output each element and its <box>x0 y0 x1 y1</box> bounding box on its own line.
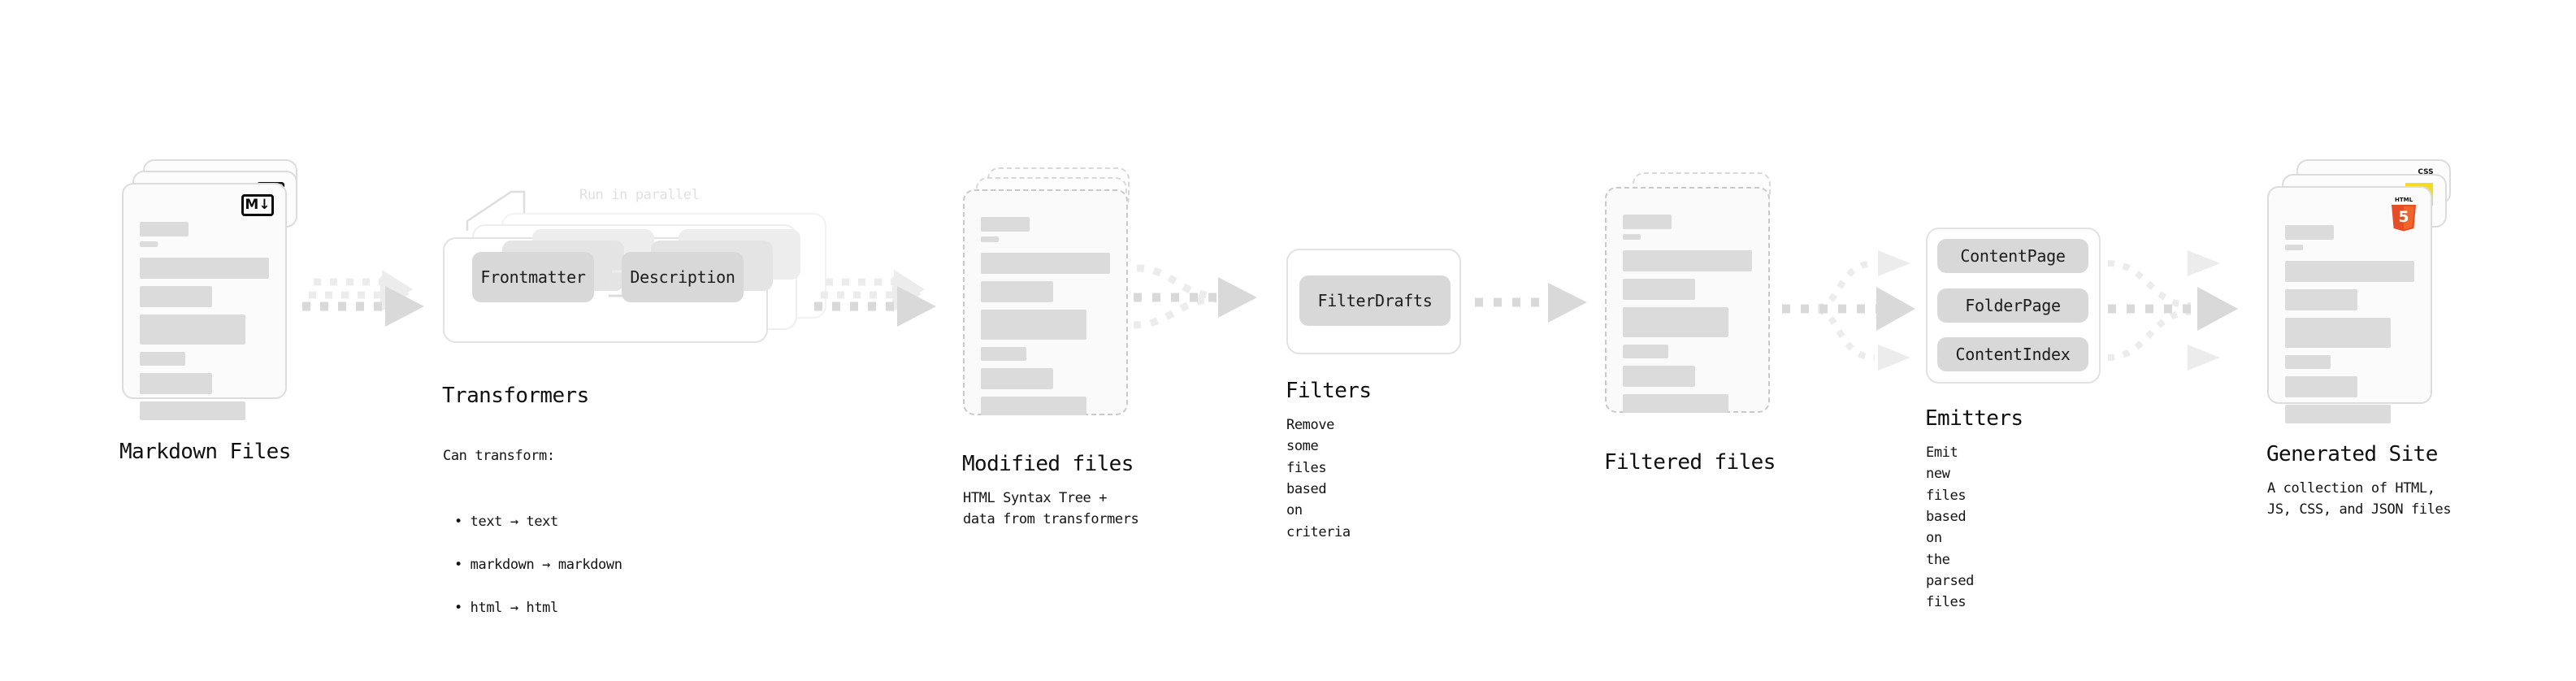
generated-card-html: HTML 5 <box>2267 186 2432 423</box>
doc-bar <box>140 241 158 247</box>
dashed-arrow-icon <box>814 270 936 327</box>
modified-file-stack <box>963 167 1150 436</box>
emitter-chip-contentpage[interactable]: ContentPage <box>1937 239 2088 273</box>
dashed-arrow-icon <box>302 270 424 327</box>
markdown-card: M↓ <box>122 183 287 420</box>
caption-heading: Can transform: <box>443 448 555 465</box>
doc-bar <box>2285 245 2304 250</box>
svg-text:HTML: HTML <box>2395 197 2413 203</box>
doc-bar <box>1623 394 1729 413</box>
doc-bar <box>140 286 213 307</box>
doc-bar <box>981 368 1054 389</box>
transform-list: • text → text • markdown → markdown • ht… <box>443 490 622 640</box>
stage-title-modified-files: Modified files <box>962 452 1134 476</box>
doc-bar <box>2285 318 2392 348</box>
connector-filters-to-filtered <box>1459 276 1597 349</box>
stage-title-transformers: Transformers <box>442 384 589 408</box>
doc-bar <box>1623 215 1672 229</box>
emitter-chip-folderpage[interactable]: FolderPage <box>1937 288 2088 323</box>
doc-bar <box>2285 355 2331 369</box>
html5-badge-number: 5 <box>2398 208 2409 226</box>
doc-bar <box>2285 405 2392 423</box>
emitter-chip-contentindex[interactable]: ContentIndex <box>1937 337 2088 371</box>
stage-title-filters: Filters <box>1286 379 1372 403</box>
stage-title-filtered-files: Filtered files <box>1604 450 1776 475</box>
stage-caption-generated-site: A collection of HTML, JS, CSS, and JSON … <box>2267 480 2452 518</box>
modified-card-body <box>981 217 1110 415</box>
dashed-arrow-merge-icon <box>1133 264 1257 329</box>
markdown-badge: M↓ <box>241 194 274 216</box>
markdown-file-stack: M↓ M↓ M↓ <box>122 159 309 427</box>
doc-bar <box>981 310 1087 340</box>
transformer-chip-description[interactable]: Description <box>622 252 744 302</box>
filter-chip-filterdrafts[interactable]: FilterDrafts <box>1299 275 1451 326</box>
doc-bar <box>2285 289 2358 310</box>
transform-list-item: • html → html <box>454 599 558 616</box>
stage-caption-modified-files: HTML Syntax Tree + data from transformer… <box>963 490 1139 528</box>
stage-caption-transformers: Can transform: • text → text • markdown … <box>443 424 622 661</box>
doc-bar <box>140 352 185 366</box>
stage-title-generated-site: Generated Site <box>2266 442 2438 466</box>
modified-card <box>963 189 1128 415</box>
doc-bar <box>981 217 1030 232</box>
generated-card-body <box>2285 225 2414 423</box>
doc-bar <box>1623 234 1641 240</box>
doc-bar <box>2285 376 2358 397</box>
filtered-card-body <box>1623 215 1752 413</box>
doc-bar <box>981 281 1054 302</box>
doc-bar <box>1623 345 1668 358</box>
stage-markdown-files: M↓ M↓ M↓ Markdown Files <box>119 159 309 464</box>
transform-list-item: • markdown → markdown <box>454 557 622 574</box>
run-in-parallel-leader-icon <box>466 190 526 231</box>
filtered-card <box>1605 187 1770 413</box>
doc-bar <box>981 347 1026 361</box>
connector-transformers-to-modified <box>813 268 951 358</box>
markdown-card-body <box>140 222 269 420</box>
doc-bar <box>140 222 189 236</box>
doc-bar <box>1623 366 1696 387</box>
doc-bar <box>981 253 1110 274</box>
doc-bar <box>981 236 1000 242</box>
doc-bar <box>2285 225 2335 240</box>
stage-caption-filters: Remove some files based on criteria <box>1286 417 1351 540</box>
dashed-arrow-icon <box>1475 283 1587 323</box>
transform-list-item: • text → text <box>454 514 558 531</box>
html5-shield-icon: HTML 5 <box>2392 197 2416 232</box>
stage-title-markdown-files: Markdown Files <box>119 440 291 464</box>
connector-modified-to-filters <box>1132 262 1282 359</box>
stage-title-emitters: Emitters <box>1925 406 2023 431</box>
dashed-arrow-merge-icon <box>2107 250 2238 371</box>
doc-bar <box>140 373 213 394</box>
stage-caption-emitters: Emit new files based on the parsed files <box>1926 445 1975 611</box>
doc-bar <box>140 401 246 420</box>
filtered-file-stack <box>1605 167 1792 436</box>
doc-bar <box>1623 250 1752 271</box>
doc-bar <box>140 314 246 345</box>
dashed-arrow-split-icon <box>1782 250 1915 371</box>
doc-bar <box>2285 261 2414 282</box>
stage-filtered-files: Filtered files <box>1604 167 1792 475</box>
css-badge-label: CSS <box>2418 168 2434 176</box>
connector-filtered-to-emitters <box>1776 236 1938 382</box>
generated-file-stack: CSS JS HTML 5 <box>2267 159 2462 427</box>
run-in-parallel-annotation: Run in parallel <box>579 187 700 203</box>
doc-bar <box>140 258 269 279</box>
connector-emitters-to-site <box>2103 236 2257 382</box>
doc-bar <box>981 397 1087 415</box>
doc-bar <box>1623 307 1729 337</box>
transformer-chip-frontmatter[interactable]: Frontmatter <box>472 252 594 302</box>
doc-bar <box>1623 279 1696 300</box>
connector-md-to-transformers <box>301 268 439 358</box>
html5-badge: HTML 5 <box>2388 195 2419 232</box>
stage-modified-files: Modified files HTML Syntax Tree + data f… <box>962 167 1150 527</box>
stage-generated-site: CSS JS HTML 5 <box>2266 159 2462 518</box>
